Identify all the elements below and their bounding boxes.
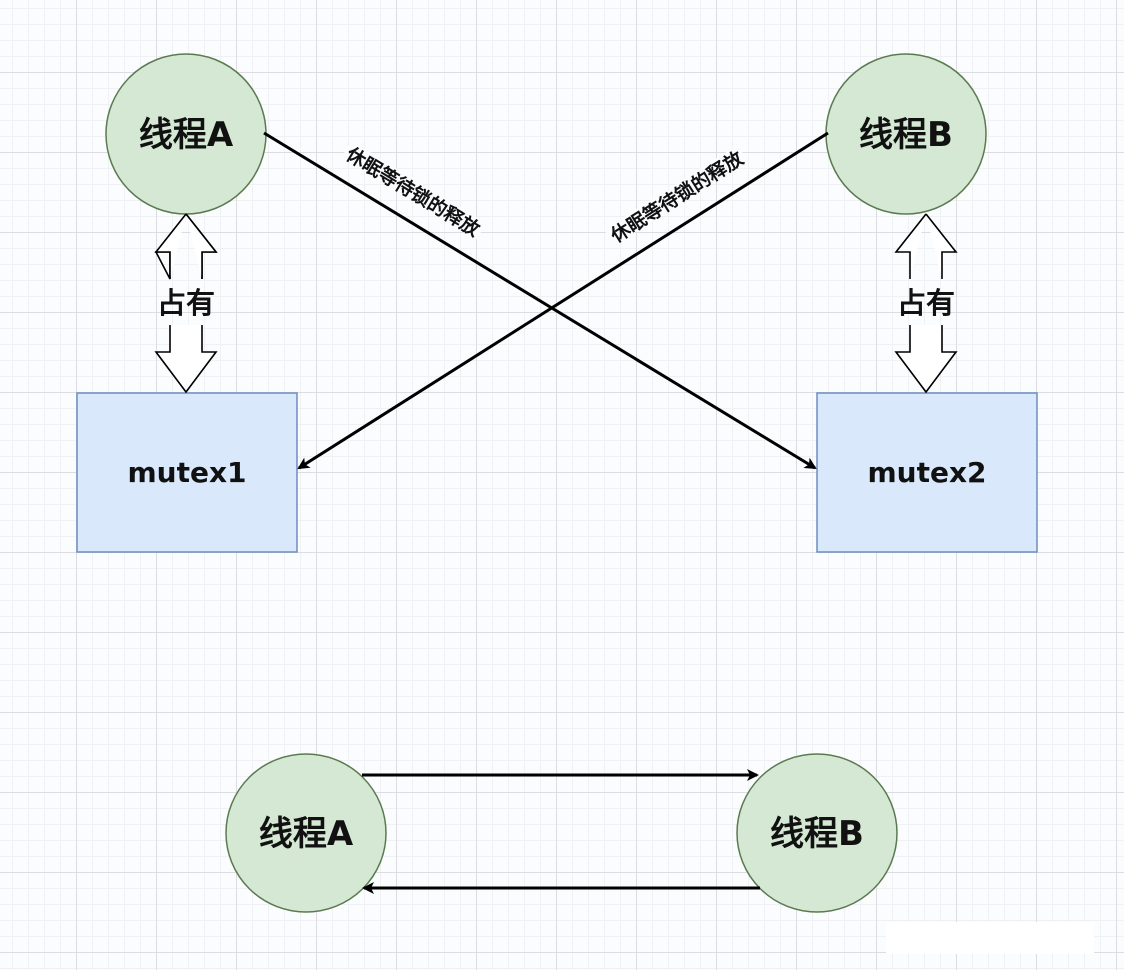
mutex1-node[interactable]: mutex1 (76, 392, 298, 553)
bottom-thread-a-ellipse (225, 753, 387, 913)
hold-label-left: 占有 (157, 286, 215, 320)
arrow-line (297, 131, 829, 470)
wait-edge-a-to-mutex2[interactable]: 休眠等待锁的释放 (263, 131, 817, 470)
double-arrow-down-icon (894, 325, 958, 394)
double-arrow-up-icon (894, 213, 958, 279)
bottom-thread-b-node[interactable]: 线程B (736, 753, 898, 913)
bottom-thread-b-ellipse (736, 753, 898, 913)
mutex1-box (76, 392, 298, 553)
mutex2-label: mutex2 (867, 456, 986, 489)
double-arrow-down-icon (154, 325, 218, 394)
bottom-thread-b-label: 线程B (770, 814, 864, 854)
blank-patch (886, 922, 1094, 954)
thread-a-node[interactable]: 线程A (105, 53, 267, 215)
mutex2-node[interactable]: mutex2 (816, 392, 1038, 553)
bottom-thread-a-node[interactable]: 线程A (225, 753, 387, 913)
hold-edge-left[interactable]: 占有 (154, 213, 218, 394)
bottom-thread-a-label: 线程A (259, 814, 354, 854)
edge-label-background (603, 145, 748, 246)
hold-label-right: 占有 (897, 286, 955, 320)
thread-b-label: 线程B (859, 115, 953, 155)
mutex2-box (816, 392, 1038, 553)
hold-edge-right[interactable]: 占有 (894, 213, 958, 394)
arrow-line (263, 131, 817, 470)
edge-label-background (341, 141, 487, 240)
thread-b-node[interactable]: 线程B (825, 53, 987, 215)
thread-a-label: 线程A (139, 115, 234, 155)
mutex1-label: mutex1 (127, 456, 246, 489)
